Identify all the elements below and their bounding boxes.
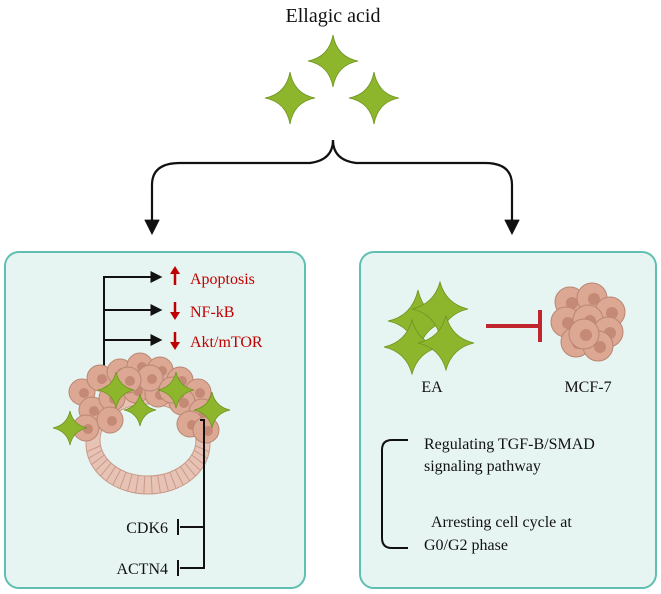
mechanism-2-line-1: Arresting cell cycle at [431,514,572,531]
cell-nucleus [147,374,157,384]
star-icon [417,314,475,372]
ea-label: EA [421,379,443,396]
mcf7-label: MCF-7 [564,379,611,396]
down-arrow-icon [170,302,180,320]
effect-arrows [103,271,163,370]
star-icon [52,410,88,446]
duct-segment [174,469,184,486]
duct-segment [95,458,108,471]
duct-segment [105,466,117,482]
duct-segment [86,445,101,453]
cell-nucleus [97,374,107,384]
cell-nucleus [566,297,578,309]
brace-connector [144,139,520,236]
star-icon [348,71,400,125]
duct-segment [100,462,112,477]
star-icon [97,371,135,409]
star-icon [123,393,157,427]
duct-segment [195,445,210,453]
mechanism-1-line-2: signaling pathway [424,458,541,475]
up-arrow-icon [170,266,180,285]
cell-nucleus [203,426,213,436]
breast-duct-tumor-illustration [52,352,231,495]
cell-nucleus [107,416,117,426]
cell-nucleus [83,424,93,434]
effect-label-apoptosis: Apoptosis [190,271,255,288]
cell-nucleus [89,406,99,416]
inhibition-connector [177,419,205,576]
cell-nucleus [606,307,618,319]
duct-segment [91,454,105,466]
cell-nucleus [580,329,592,341]
cell-nucleus [179,398,189,408]
mcf7-cell-cluster [550,282,626,362]
ellagic-acid-stars [264,34,400,125]
duct-segment [193,449,208,459]
cell-nucleus [195,388,205,398]
target-label-actn4: ACTN4 [116,561,168,578]
duct-segment [135,475,139,494]
cell-nucleus [79,388,89,398]
star-icon [307,34,359,88]
duct-segment [188,458,201,471]
star-icon [264,71,316,125]
ea-star-cluster [383,280,475,376]
down-arrow-icon [170,332,180,350]
duct-segment [88,449,103,459]
target-label-cdk6: CDK6 [126,520,168,537]
duct-segment [112,469,122,486]
duct-segment [143,475,146,494]
duct-segment [119,471,127,489]
duct-segment [184,462,196,477]
star-icon [193,391,231,429]
cell-nucleus [588,293,600,305]
duct-segment [163,473,169,492]
duct-segment [169,471,177,489]
mechanism-2-line-2: G0/G2 phase [424,537,508,554]
duct-segment [157,475,161,494]
duct-segment [179,466,191,482]
cell-nucleus [125,376,135,386]
effect-direction-arrows [170,266,180,350]
effect-label-akt-mtor: Akt/mTOR [190,334,263,351]
star-icon [157,371,195,409]
inhibition-arrow [486,310,542,342]
cell-nucleus [594,341,606,353]
effect-label-nfkb: NF-kB [190,304,234,321]
mechanism-bracket [381,439,408,549]
duct-segment [127,473,133,492]
duct-segment [150,475,153,494]
title: Ellagic acid [286,5,381,27]
mechanism-1-line-1: Regulating TGF-B/SMAD [424,436,595,453]
duct-segment [191,454,205,466]
